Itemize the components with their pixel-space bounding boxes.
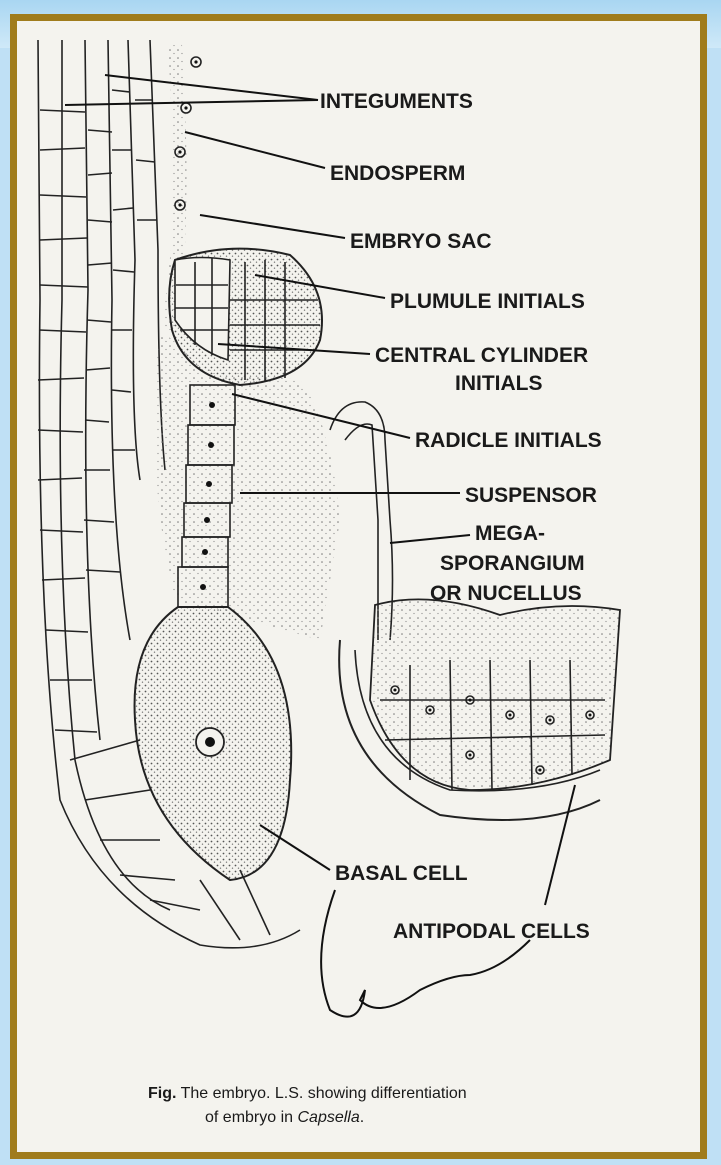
label-suspensor: SUSPENSOR — [465, 484, 597, 507]
label-integuments: INTEGUMENTS — [320, 90, 473, 113]
figure-caption-line-1: Fig. The embryo. L.S. showing differenti… — [148, 1085, 467, 1102]
caption-line1-rest: The embryo. L.S. showing differentiation — [176, 1085, 466, 1102]
caption-fig: Fig. — [148, 1085, 176, 1102]
label-central-cylinder: CENTRAL CYLINDER — [375, 344, 588, 367]
label-embryo-sac: EMBRYO SAC — [350, 230, 492, 253]
label-plumule-initials: PLUMULE INITIALS — [390, 290, 585, 313]
label-mega: MEGA- — [475, 522, 545, 545]
label-sporangium: SPORANGIUM — [440, 552, 585, 575]
caption-line2-end: . — [360, 1109, 364, 1126]
caption-line2-start: of embryo in — [205, 1109, 297, 1126]
label-endosperm: ENDOSPERM — [330, 162, 465, 185]
label-basal-cell: BASAL CELL — [335, 862, 468, 885]
embryo-head — [169, 249, 322, 385]
label-or-nucellus: OR NUCELLUS — [430, 582, 582, 605]
basal-cell — [135, 607, 292, 880]
label-radicle-initials: RADICLE INITIALS — [415, 429, 602, 452]
antipodal-cells — [370, 599, 620, 790]
label-antipodal-cells: ANTIPODAL CELLS — [393, 920, 590, 943]
chalaza-outline — [321, 890, 530, 1017]
caption-species: Capsella — [297, 1109, 359, 1126]
figure-caption-line-2: of embryo in Capsella. — [205, 1109, 364, 1126]
label-central-cylinder-initials: INITIALS — [455, 372, 543, 395]
